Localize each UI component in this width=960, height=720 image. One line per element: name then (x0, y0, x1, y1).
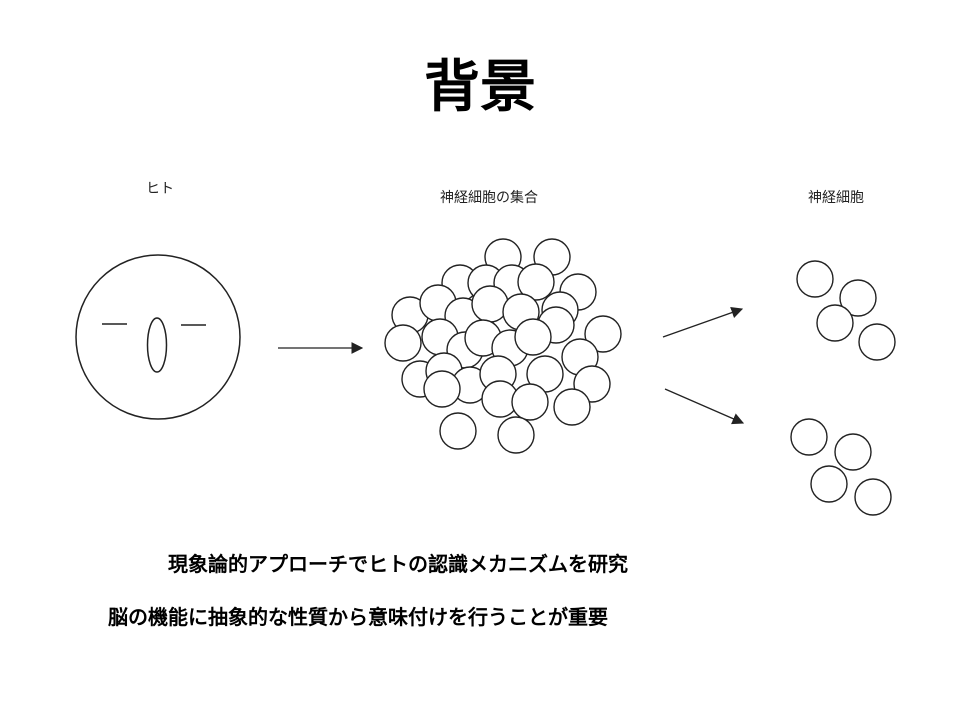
arrow-cluster-to-neurons-upper (662, 307, 744, 338)
neuron-cell (423, 370, 461, 408)
human-face-illustration (75, 254, 241, 420)
neuron-cell (816, 304, 854, 342)
neuron-cell (497, 416, 535, 454)
neuron-cell (810, 465, 848, 503)
face-mouth (146, 317, 168, 373)
neuron-cell (511, 383, 549, 421)
neuron-cell (858, 323, 896, 361)
slide-title: 背景 (424, 55, 536, 120)
neuron-cluster-label: 神経細胞の集合 (440, 190, 538, 206)
neuron-cell (790, 418, 828, 456)
human-label: ヒト (146, 181, 174, 197)
neuron-group-upper (796, 260, 896, 361)
neuron-cell (514, 318, 552, 356)
neuron-cell (796, 260, 834, 298)
neuron-label: 神経細胞 (808, 190, 864, 206)
neuron-cell (553, 388, 591, 426)
neuron-cell (834, 433, 872, 471)
neuron-group-lower (790, 418, 892, 516)
neuron-cell (384, 324, 422, 362)
neuron-cell (471, 285, 509, 323)
face-outline (75, 254, 241, 420)
neuron-cell (854, 478, 892, 516)
neuron-cell (517, 263, 555, 301)
neuron-cell (439, 412, 477, 450)
neuron-cluster (384, 238, 622, 454)
bullet-line-2: 脳の機能に抽象的な性質から意味付けを行うことが重要 (108, 605, 608, 629)
bullet-line-1: 現象論的アプローチでヒトの認識メカニズムを研究 (168, 552, 628, 576)
arrow-cluster-to-neurons-lower (664, 388, 745, 425)
neuron-cell (584, 315, 622, 353)
neuron-cell (839, 279, 877, 317)
